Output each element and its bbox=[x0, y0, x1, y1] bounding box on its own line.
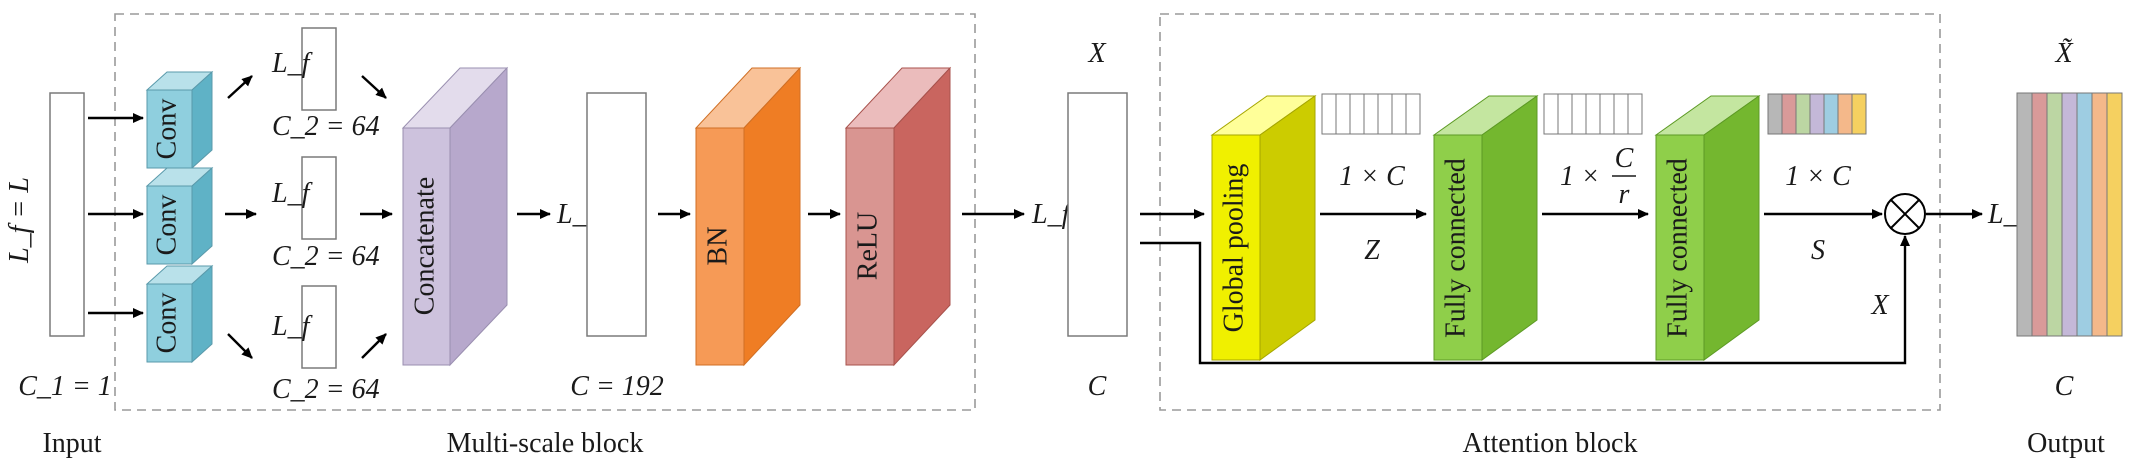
output-channel bbox=[2046, 92, 2063, 337]
bn-label: BN bbox=[702, 227, 733, 266]
output-caption: Output bbox=[2027, 428, 2105, 459]
branch-2-channels-label: C_2 = 64 bbox=[272, 241, 380, 272]
x-length-label: L_f bbox=[1031, 199, 1073, 230]
z-vector-cell bbox=[1405, 93, 1421, 135]
s-weight-cell bbox=[1809, 93, 1825, 135]
s-dim-label: 1 × C bbox=[1785, 161, 1851, 192]
z-dim-label: 1 × C bbox=[1339, 161, 1405, 192]
global-pooling-block: Global pooling bbox=[1210, 95, 1317, 361]
z-vector-cell bbox=[1335, 93, 1351, 135]
s-weight-cell bbox=[1795, 93, 1811, 135]
concatenate-block: Concatenate bbox=[401, 66, 509, 367]
conv-block-3-label: Conv bbox=[151, 293, 182, 354]
branch-1-channels-label: C_2 = 64 bbox=[272, 111, 380, 142]
hidden-vector-cell bbox=[1543, 93, 1559, 135]
z-vector bbox=[1321, 93, 1421, 135]
output-channel bbox=[2091, 92, 2108, 337]
fully-connected-block-2: Fully connected bbox=[1654, 95, 1761, 361]
input-channels-label: C_1 = 1 bbox=[18, 371, 112, 402]
input-signal-box bbox=[49, 92, 85, 337]
conv-block-2-label: Conv bbox=[151, 195, 182, 256]
attention-block-frame bbox=[1159, 13, 1941, 411]
output-channel bbox=[2106, 92, 2123, 337]
s-label: S bbox=[1811, 235, 1825, 266]
output-channel bbox=[2076, 92, 2093, 337]
global-pooling-label: Global pooling bbox=[1218, 164, 1249, 333]
s-weight-cell bbox=[1781, 93, 1797, 135]
branch-map-3 bbox=[301, 285, 337, 369]
multiply-operator bbox=[1884, 193, 1926, 235]
multi-scale-caption: Multi-scale block bbox=[447, 428, 644, 459]
branch-3-length-label: L_f bbox=[271, 311, 313, 342]
input-caption: Input bbox=[42, 428, 101, 459]
z-vector-cell bbox=[1363, 93, 1379, 135]
concatenate-label: Concatenate bbox=[409, 177, 440, 315]
z-vector-cell bbox=[1377, 93, 1393, 135]
skip-connection-line bbox=[1140, 235, 1910, 365]
x-feature-map bbox=[1067, 92, 1128, 337]
s-weight-cell bbox=[1767, 93, 1783, 135]
s-weight-cell bbox=[1823, 93, 1839, 135]
z-vector-cell bbox=[1321, 93, 1337, 135]
multi-scale-block-frame bbox=[114, 13, 976, 411]
s-weight-cell bbox=[1837, 93, 1853, 135]
output-channels-label: C bbox=[2055, 371, 2074, 402]
arrow-conv3-branch3 bbox=[227, 333, 253, 359]
skip-x-label: X bbox=[1870, 290, 1889, 321]
branch-map-1 bbox=[301, 27, 337, 111]
concat-feature-map bbox=[586, 92, 647, 337]
output-channel bbox=[2031, 92, 2048, 337]
attention-caption: Attention block bbox=[1463, 428, 1638, 459]
output-top-label: X̃ bbox=[2054, 38, 2073, 69]
conv-block-1: Conv bbox=[145, 70, 214, 170]
z-label: Z bbox=[1364, 235, 1380, 266]
fc2-label: Fully connected bbox=[1662, 158, 1693, 338]
branch-2-length-label: L_f bbox=[271, 178, 313, 209]
s-weight-cell bbox=[1851, 93, 1867, 135]
fc-dim-prefix: 1 × bbox=[1560, 161, 1600, 192]
hidden-vector-cell bbox=[1599, 93, 1615, 135]
concat-channels-label: C = 192 bbox=[570, 371, 664, 402]
output-channel bbox=[2061, 92, 2078, 337]
z-vector-cell bbox=[1349, 93, 1365, 135]
conv-block-1-label: Conv bbox=[151, 99, 182, 160]
conv-block-3: Conv bbox=[145, 264, 214, 364]
fc-dim-numerator: C bbox=[1615, 143, 1634, 174]
branch-map-2 bbox=[301, 156, 337, 240]
input-length-label: L_f = L bbox=[4, 177, 35, 264]
branch-3-channels-label: C_2 = 64 bbox=[272, 374, 380, 405]
arrow-conv1-branch1 bbox=[227, 75, 253, 99]
output-stack bbox=[2016, 92, 2123, 337]
output-channel bbox=[2016, 92, 2033, 337]
hidden-vector-cell bbox=[1585, 93, 1601, 135]
fc-dim-denominator: r bbox=[1619, 179, 1630, 210]
hidden-vector-cell bbox=[1571, 93, 1587, 135]
hidden-vector-cell bbox=[1557, 93, 1573, 135]
arrow-branch1-concat bbox=[361, 75, 387, 99]
s-weight-vector bbox=[1767, 93, 1867, 135]
fc-dim-label: 1 × C r bbox=[1560, 143, 1636, 210]
x-channels-label: C bbox=[1088, 371, 1107, 402]
relu-label: ReLU bbox=[852, 212, 883, 280]
branch-1-length-label: L_f bbox=[271, 48, 313, 79]
bn-block: BN bbox=[694, 66, 802, 367]
fc1-label: Fully connected bbox=[1440, 158, 1471, 338]
hidden-vector-cell bbox=[1613, 93, 1629, 135]
arrow-branch3-concat bbox=[361, 333, 387, 359]
relu-block: ReLU bbox=[844, 66, 952, 367]
fc-hidden-vector bbox=[1543, 93, 1643, 135]
z-vector-cell bbox=[1391, 93, 1407, 135]
hidden-vector-cell bbox=[1627, 93, 1643, 135]
conv-block-2: Conv bbox=[145, 166, 214, 266]
x-top-label: X bbox=[1087, 38, 1106, 69]
fully-connected-block-1: Fully connected bbox=[1432, 95, 1539, 361]
